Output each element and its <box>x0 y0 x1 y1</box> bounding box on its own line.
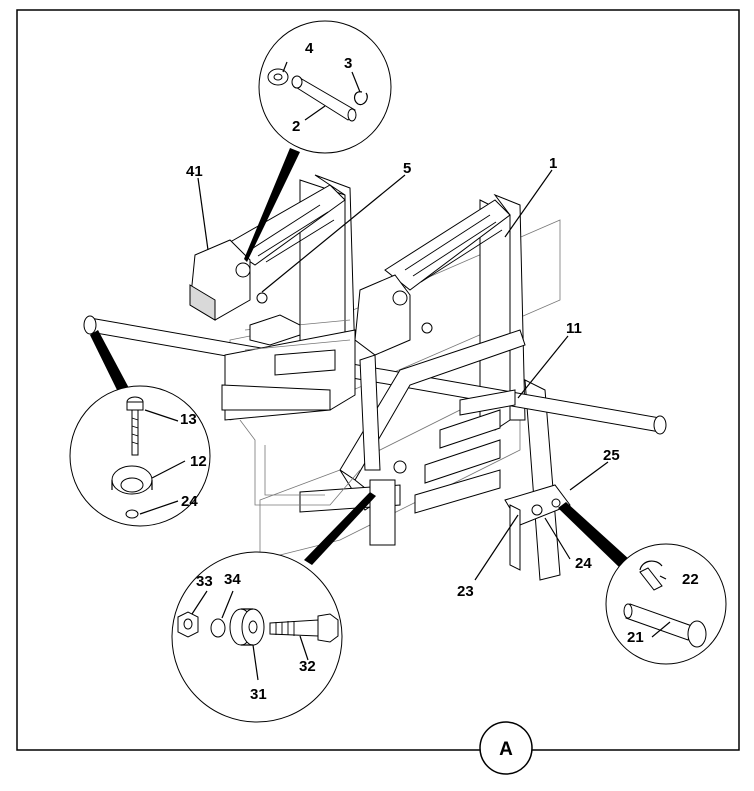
detail-left <box>69 330 211 527</box>
main-assembly <box>83 174 667 581</box>
callout-33: 33 <box>196 573 213 590</box>
callout-5: 5 <box>403 160 411 177</box>
callouts: 4 3 2 5 41 1 11 13 12 24 25 24 23 22 21 … <box>180 40 699 703</box>
callout-31: 31 <box>250 686 267 703</box>
detail-bottom <box>171 492 376 723</box>
detail-right <box>558 502 727 665</box>
detail-top <box>244 20 392 262</box>
callout-4: 4 <box>305 40 314 57</box>
callout-22: 22 <box>682 571 699 588</box>
callout-1: 1 <box>549 155 557 172</box>
callout-34: 34 <box>224 571 241 588</box>
leader-lines <box>139 61 671 681</box>
callout-3: 3 <box>344 55 352 72</box>
callout-12: 12 <box>190 453 207 470</box>
callout-21: 21 <box>627 629 644 646</box>
callout-24-right: 24 <box>575 555 592 572</box>
view-label-badge: A <box>479 721 533 775</box>
view-label: A <box>499 739 513 760</box>
callout-23: 23 <box>457 583 474 600</box>
callout-41: 41 <box>186 163 203 180</box>
callout-25: 25 <box>603 447 620 464</box>
callout-11: 11 <box>566 320 582 337</box>
callout-24-left: 24 <box>181 493 198 510</box>
diagram-frame <box>16 9 740 751</box>
callout-2: 2 <box>292 118 300 135</box>
callout-13: 13 <box>180 411 197 428</box>
callout-32: 32 <box>299 658 316 675</box>
